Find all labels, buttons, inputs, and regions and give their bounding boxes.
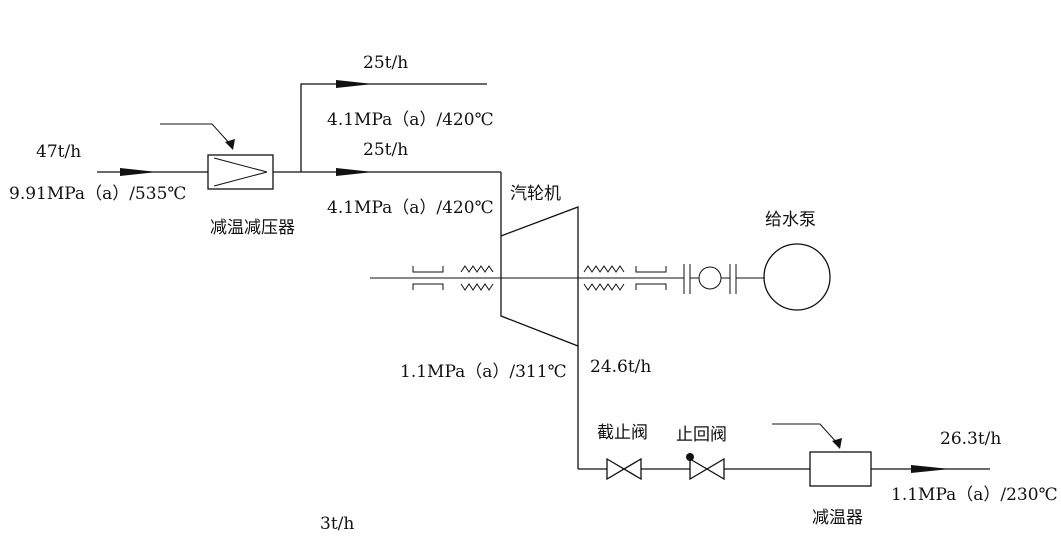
desuperheater-label: 减温器 xyxy=(812,508,863,528)
desuperheater-spray-arrow xyxy=(832,438,842,449)
inlet-flow-arrow xyxy=(120,168,157,176)
steam-turbine xyxy=(500,206,579,347)
inlet-flow-label: 47t/h xyxy=(36,142,81,162)
upper-branch-arrow xyxy=(336,80,373,88)
exhaust-condition-label: 1.1MPa（a）/311℃ xyxy=(400,362,567,382)
prv-control-arrow xyxy=(225,139,235,150)
inlet-line xyxy=(97,168,208,176)
check-valve-indicator-dot xyxy=(686,453,694,461)
prv-label: 减温减压器 xyxy=(210,218,295,238)
gearbox-coupling xyxy=(683,264,737,294)
shutoff-valve xyxy=(606,457,642,481)
pressure-reducing-desuperheater xyxy=(160,123,274,190)
right-bearing xyxy=(635,266,667,290)
desuperheater xyxy=(772,423,872,487)
feed-water-pump xyxy=(763,243,831,311)
right-coupling xyxy=(583,265,625,291)
desuperheater-water-flow-label: 3t/h xyxy=(320,514,354,534)
check-valve-label: 止回阀 xyxy=(676,425,727,445)
left-bearing xyxy=(412,266,444,290)
outlet-flow-label: 26.3t/h xyxy=(940,429,1001,449)
exhaust-flow-label: 24.6t/h xyxy=(590,357,651,377)
shutoff-valve-label: 截止阀 xyxy=(597,423,648,443)
outlet-flow-arrow xyxy=(911,465,950,473)
left-coupling xyxy=(460,265,494,291)
inlet-condition-label: 9.91MPa（a）/535℃ xyxy=(9,184,186,204)
turbine-feed-arrow xyxy=(336,168,373,176)
pump-label: 给水泵 xyxy=(765,210,816,230)
upper-branch-flow-label: 25t/h xyxy=(363,53,408,73)
outlet-condition-label: 1.1MPa（a）/230℃ xyxy=(891,485,1058,505)
check-valve xyxy=(686,453,725,481)
turbine-inlet-flow-label: 25t/h xyxy=(363,140,408,160)
upper-branch-condition-label: 4.1MPa（a）/420℃ xyxy=(327,110,494,130)
branch-header xyxy=(273,80,502,236)
turbine-inlet-condition-label: 4.1MPa（a）/420℃ xyxy=(327,198,494,218)
turbine-label: 汽轮机 xyxy=(510,184,561,204)
shaft-train xyxy=(370,264,765,294)
